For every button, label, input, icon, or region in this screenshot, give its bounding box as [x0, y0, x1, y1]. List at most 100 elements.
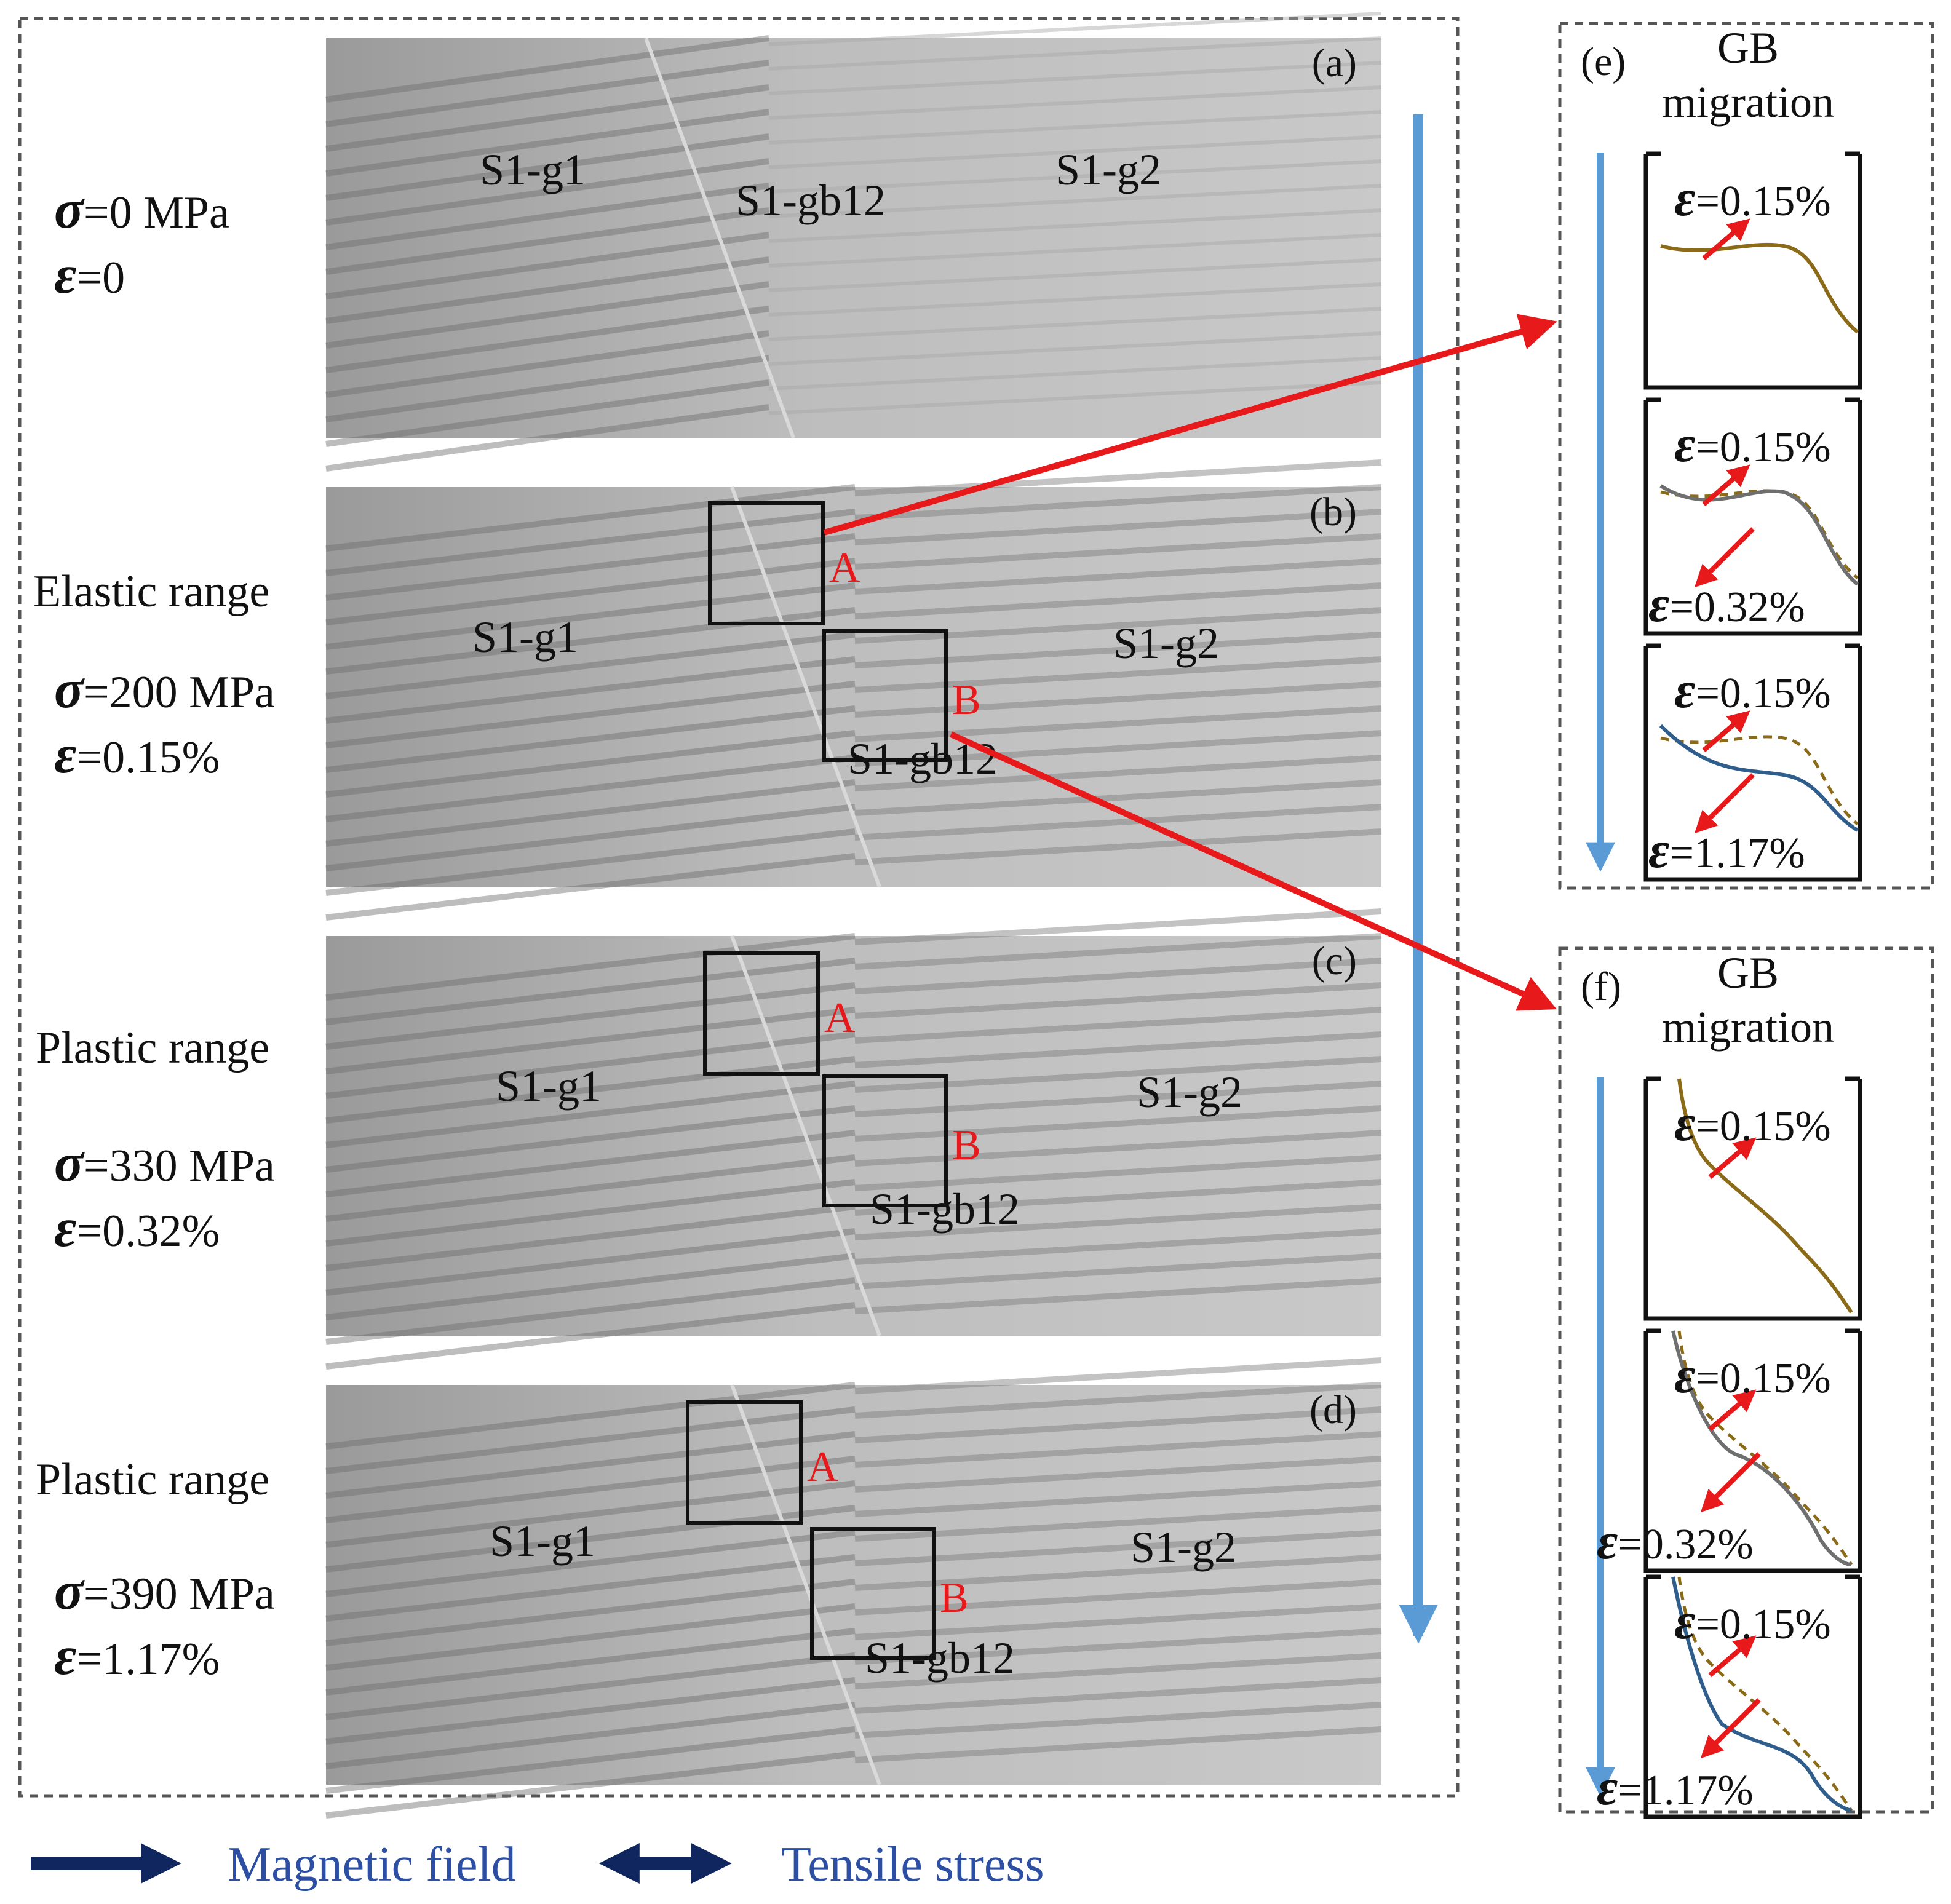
inset-strain-top: ε=0.15%	[1674, 170, 1831, 227]
legend: Magnetic field Tensile stress	[31, 1838, 1044, 1892]
inset-strain-bottom: ε=1.17%	[1648, 822, 1805, 879]
domain-stripes	[325, 459, 1382, 921]
inset-strain-bottom: ε=0.32%	[1597, 1513, 1754, 1570]
inset-strain-top: ε=0.15%	[1674, 662, 1831, 719]
panel-title-line1: GB	[1717, 948, 1779, 998]
grain-label-g1: S1-g1	[472, 613, 578, 662]
panel-letter: (c)	[1312, 938, 1357, 983]
boundary-curve-initial	[1677, 1078, 1853, 1314]
region-box-b	[822, 1074, 948, 1207]
migration-arrow	[1702, 218, 1750, 261]
migration-arrow	[1702, 464, 1750, 507]
migration-arrow	[1708, 1137, 1757, 1180]
migration-arrow	[1702, 710, 1750, 753]
grain-label-g1: S1-g1	[496, 1061, 602, 1111]
migration-inset-1: ε=0.15%	[1643, 151, 1862, 390]
boundary-curve-migrated	[1659, 484, 1859, 586]
region-label-a: A	[829, 544, 860, 592]
inset-frame	[1643, 1574, 1862, 1819]
migration-inset-2: ε=0.15% ε=0.32%	[1597, 1328, 1862, 1573]
link-arrow-a	[823, 314, 1557, 536]
grain-boundary-line	[730, 935, 881, 1337]
boundary-curve-migrated	[1671, 1576, 1852, 1812]
region-box-b	[810, 1527, 936, 1660]
inset-frame	[1643, 1076, 1862, 1321]
stress-value: σ=330 MPa	[54, 1133, 275, 1193]
migration-arrow-reverse	[1694, 773, 1755, 834]
migration-arrow-reverse	[1700, 1452, 1761, 1513]
migration-inset-3: ε=0.15% ε=1.17%	[1643, 643, 1862, 882]
grain-label-g2: S1-g2	[1055, 145, 1161, 194]
loading-state-label: Plastic range	[36, 1023, 269, 1073]
panel-letter: (d)	[1309, 1387, 1357, 1432]
inset-frame	[1643, 151, 1862, 390]
region-box-b	[822, 629, 948, 762]
panel-title-line2: migration	[1662, 77, 1834, 127]
strain-value: ε=0.15%	[54, 724, 220, 785]
strain-value: ε=0.32%	[54, 1198, 220, 1258]
boundary-curve-reference	[1660, 735, 1859, 825]
grain-boundary-line	[730, 486, 881, 888]
boundary-curve-reference	[1677, 1576, 1853, 1812]
grain-boundary-label: S1-gb12	[736, 176, 886, 225]
legend-tensile-stress: Tensile stress	[781, 1838, 1044, 1892]
region-label-a: A	[824, 994, 856, 1042]
strain-value: ε=0	[54, 245, 125, 305]
loading-state-label: Elastic range	[33, 566, 269, 617]
region-label-b: B	[940, 1574, 969, 1622]
region-box-a	[686, 1400, 803, 1525]
grain-label-g1: S1-g1	[490, 1517, 595, 1566]
boundary-curve-migrated	[1671, 1330, 1852, 1566]
main-panel-frame	[18, 17, 1460, 1798]
boundary-curve-reference	[1660, 489, 1859, 579]
domain-stripes	[325, 908, 1382, 1370]
stress-value: σ=200 MPa	[54, 659, 275, 720]
inset-strain-bottom: ε=0.32%	[1648, 576, 1805, 633]
stress-value: σ=0 MPa	[54, 180, 229, 240]
migration-arrow	[1708, 1389, 1757, 1432]
inset-frame	[1643, 397, 1862, 636]
grain-label-g1: S1-g1	[480, 145, 586, 194]
panel-title-line1: GB	[1717, 23, 1779, 73]
panel-letter: (e)	[1581, 39, 1626, 84]
grain-label-g2: S1-g2	[1113, 619, 1219, 668]
migration-arrow	[1708, 1635, 1757, 1678]
link-arrow-b	[949, 731, 1557, 1011]
migration-arrow-reverse	[1700, 1698, 1761, 1759]
panel-f-frame	[1558, 946, 1934, 1814]
migration-inset-3: ε=0.15%ε=1.17%	[1597, 1574, 1862, 1819]
boundary-curve-reference	[1677, 1330, 1853, 1566]
boundary-curve-initial	[1660, 242, 1859, 334]
inset-strain-top: ε=0.15%	[1674, 1593, 1831, 1650]
panel-letter: (b)	[1309, 490, 1357, 534]
inset-strain-top: ε=0.15%	[1674, 416, 1831, 473]
panel-title-line2: migration	[1662, 1002, 1834, 1052]
strain-value: ε=1.17%	[54, 1626, 220, 1686]
region-label-b: B	[952, 1122, 981, 1169]
migration-inset-1: ε=0.15%	[1643, 1076, 1862, 1321]
region-label-a: A	[807, 1443, 838, 1491]
panel-letter: (f)	[1581, 964, 1621, 1009]
loading-state-label: Plastic range	[36, 1454, 269, 1505]
gb-migration-panels: (e)GBmigrationε=0.15%ε=0.15%ε=0.32%ε=0.1…	[1581, 23, 1862, 1819]
side-panel-f: (f)GBmigrationε=0.15%ε=0.15%ε=0.32%ε=0.1…	[1581, 948, 1862, 1819]
domain-stripes	[325, 12, 1382, 472]
stress-value: σ=390 MPa	[54, 1561, 275, 1621]
legend-magnetic-field: Magnetic field	[228, 1838, 516, 1892]
grain-boundary-line	[730, 1384, 881, 1786]
migration-arrow-reverse	[1694, 527, 1755, 588]
inset-strain-top: ε=0.15%	[1674, 1347, 1831, 1404]
inset-strain-top: ε=0.15%	[1674, 1095, 1831, 1152]
boundary-curve-migrated	[1659, 724, 1859, 832]
inset-frame	[1643, 1328, 1862, 1573]
region-label-b: B	[952, 676, 981, 724]
migration-inset-2: ε=0.15% ε=0.32%	[1643, 397, 1862, 636]
grain-boundary-line	[644, 37, 795, 439]
region-box-a	[708, 501, 825, 625]
grain-label-g2: S1-g2	[1130, 1523, 1236, 1572]
